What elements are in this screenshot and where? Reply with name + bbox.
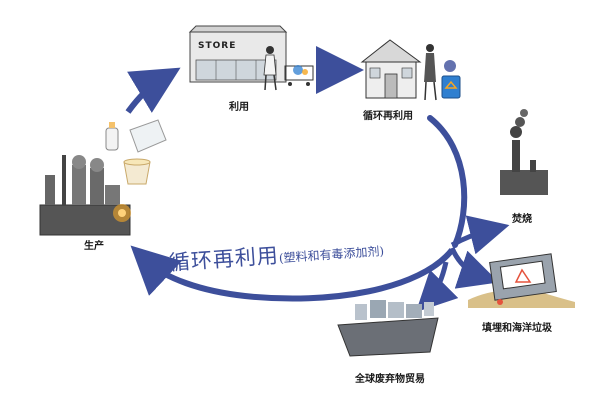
cargo-ship-illustration	[337, 300, 439, 357]
house-illustration	[360, 39, 461, 101]
arrow-to-waste-trade	[415, 261, 459, 313]
cycle-arrow-right	[427, 115, 468, 248]
factory-illustration	[39, 155, 131, 236]
label-production: 生产	[84, 241, 104, 252]
label-incineration: 焚烧	[512, 214, 532, 225]
arrow-to-incineration	[450, 215, 510, 255]
store-sign: STORE	[198, 41, 237, 51]
incinerator-illustration	[500, 109, 548, 195]
plastic-items-illustration	[105, 119, 167, 185]
label-reuse: 利用	[229, 102, 249, 113]
label-waste-trade: 全球废弃物贸易	[355, 374, 425, 385]
label-recycle-home: 循环再利用	[363, 111, 413, 122]
store-illustration	[188, 25, 314, 91]
label-landfill-ocean: 填埋和海洋垃圾	[482, 323, 552, 334]
arrow-to-landfill	[449, 246, 499, 289]
landfill-illustration	[468, 253, 575, 308]
cycle-title-main: 循环再利用	[168, 243, 280, 276]
cycle-title-sub: (塑料和有毒添加剂)	[278, 244, 385, 266]
arrow-production-to-reuse	[125, 67, 181, 114]
